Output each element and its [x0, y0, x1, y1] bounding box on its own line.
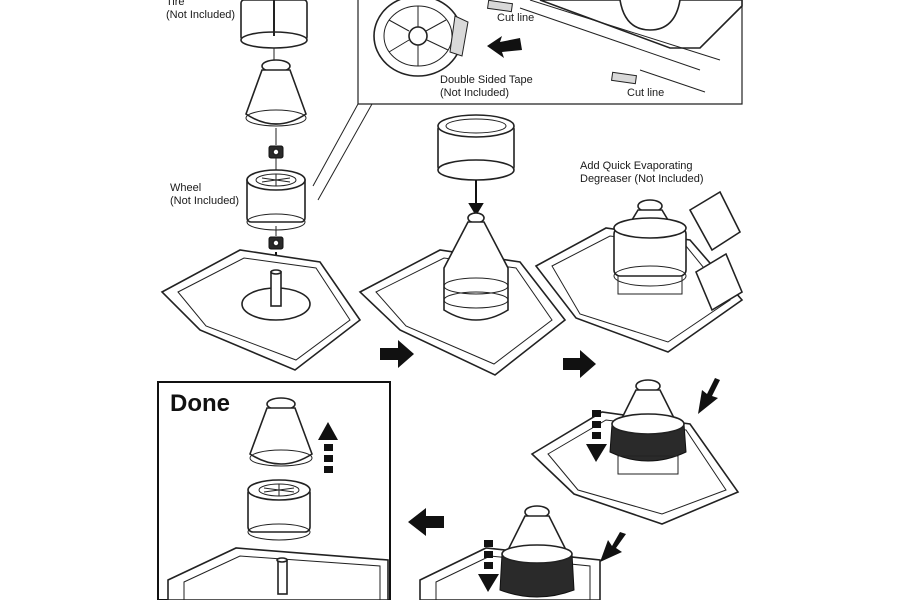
tire-on-cone-step-3 — [613, 199, 687, 295]
mounted-wheel-done — [247, 479, 311, 541]
dashed-arrow-down-icon — [478, 540, 499, 592]
wheel-label: Wheel (Not Included) — [170, 182, 240, 207]
double-sided-tape-label: Double Sided Tape (Not Included) — [440, 74, 533, 99]
cut-line-label-top: Cut line — [497, 12, 535, 24]
tire-exploded — [240, 0, 308, 49]
bearing-top — [268, 145, 284, 159]
cone-tool-done — [249, 397, 313, 467]
arrow-diagonal-icon — [698, 378, 720, 414]
arrow-diagonal-icon — [600, 532, 626, 562]
arrow-right-icon — [380, 340, 414, 368]
tape-cut-tray — [486, 0, 743, 93]
wheel-exploded — [246, 169, 306, 231]
degreaser-can-icon — [688, 190, 744, 312]
degreaser-label: Add Quick Evaporating Degreaser (Not Inc… — [580, 160, 704, 185]
tire-label: Tire (Not Included) — [166, 0, 236, 21]
tray-done — [167, 547, 389, 601]
cut-line-label-bottom: Cut line — [627, 87, 665, 99]
wheel-with-tape-icon — [373, 0, 469, 77]
arrow-down-icon — [468, 180, 484, 216]
tray-step-1 — [160, 249, 362, 371]
done-title: Done — [170, 390, 230, 417]
arrow-left-icon — [408, 508, 444, 536]
bearing-bottom — [268, 236, 284, 250]
dashed-arrow-up-icon — [318, 422, 338, 473]
tire-seated-step-5 — [499, 505, 575, 598]
bottle-tool-step-2 — [443, 212, 509, 321]
tray-step-4 — [530, 411, 740, 525]
cone-tool-exploded — [245, 59, 307, 127]
tape-callout-inset — [312, 0, 743, 201]
arrow-right-icon — [563, 350, 596, 378]
tire-step-2 — [437, 114, 515, 181]
tire-pressed-step-4 — [609, 379, 687, 475]
dashed-arrow-down-icon — [586, 410, 607, 462]
arrow-left-icon — [487, 36, 522, 58]
